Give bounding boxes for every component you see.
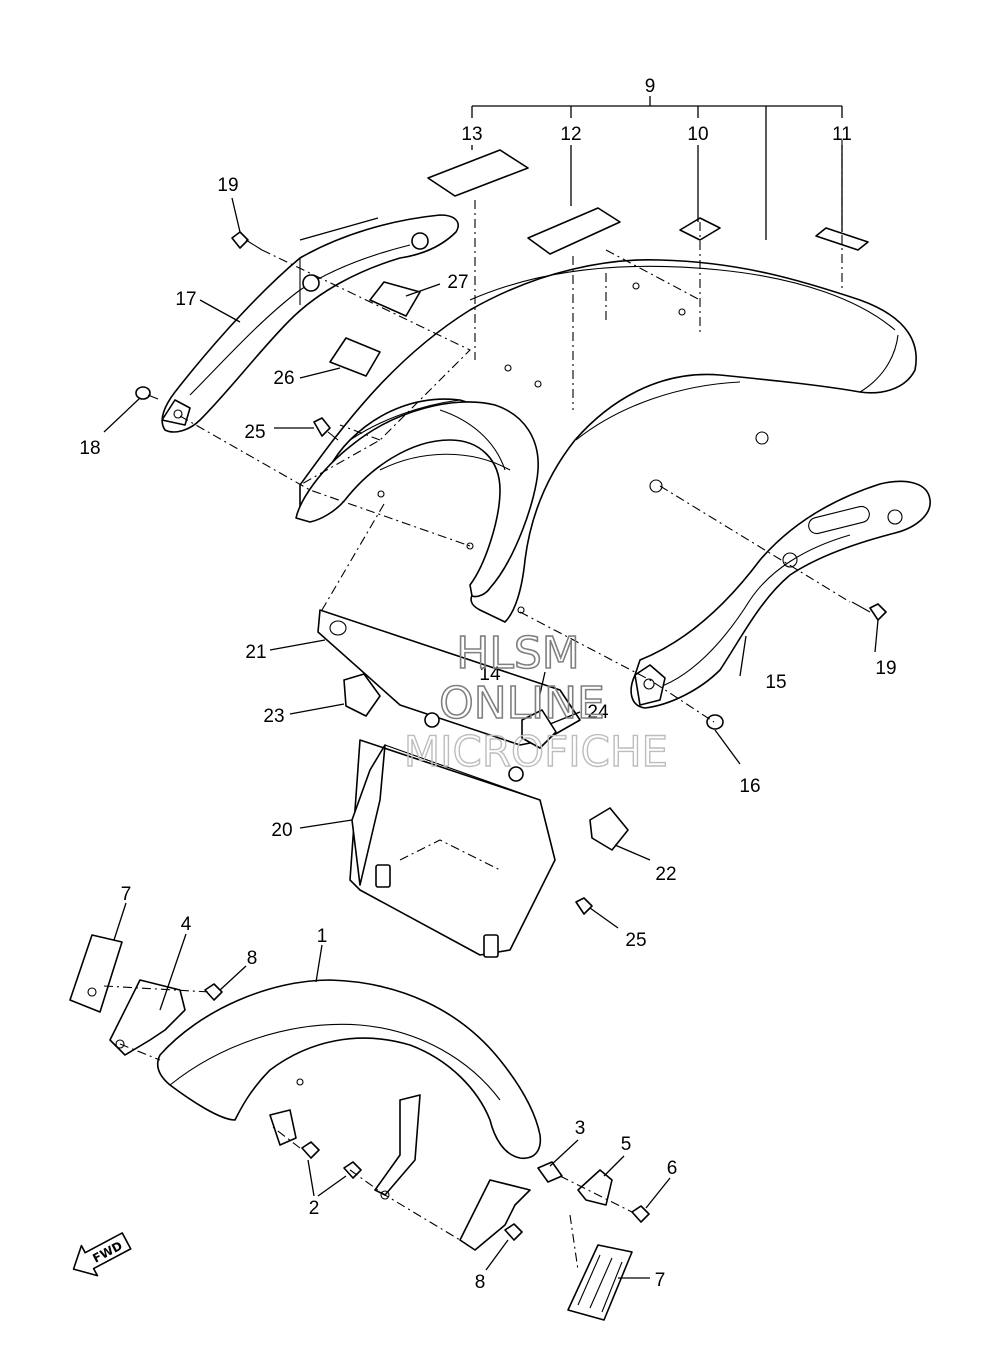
callout-8-bottom: 8 xyxy=(475,1272,486,1293)
left-grab-bar xyxy=(161,214,459,433)
reflector-7-left xyxy=(69,934,123,1013)
callout-13: 13 xyxy=(461,124,482,145)
watermark: HLSM ONLINE MICROFICHE xyxy=(403,627,669,777)
callout-21: 21 xyxy=(245,642,266,663)
callout-11: 11 xyxy=(832,124,852,145)
decal-13 xyxy=(427,149,529,197)
callout-17: 17 xyxy=(175,289,196,310)
callout-9: 9 xyxy=(645,76,656,97)
right-grab-bar xyxy=(630,480,931,709)
callout-6: 6 xyxy=(667,1158,678,1179)
callout-19-left: 19 xyxy=(217,175,238,196)
screw-25-bottom xyxy=(575,897,593,915)
bolts-2 xyxy=(301,1141,362,1179)
assembly-lines xyxy=(103,140,851,1271)
callout-2: 2 xyxy=(309,1198,320,1219)
bolt-6 xyxy=(631,1205,650,1223)
callout-18: 18 xyxy=(79,438,100,459)
rubber-damper-23 xyxy=(343,673,381,717)
reflector-bracket-4 xyxy=(109,979,186,1056)
rivet-18 xyxy=(135,386,159,400)
callout-24: 24 xyxy=(587,702,609,723)
callout-25-bottom: 25 xyxy=(625,930,646,951)
callout-25-top: 25 xyxy=(244,422,265,443)
callout-5: 5 xyxy=(621,1134,632,1155)
callout-23: 23 xyxy=(263,706,284,727)
nut-8-top xyxy=(204,983,223,1001)
reflector-7-right xyxy=(567,1244,633,1321)
watermark-line-1: HLSM xyxy=(456,628,580,679)
decal-set-bracket xyxy=(471,96,843,240)
front-fender xyxy=(156,979,542,1200)
callout-12: 12 xyxy=(560,124,581,145)
callout-27: 27 xyxy=(447,272,468,293)
leader-lines xyxy=(103,145,879,1279)
inner-fender xyxy=(295,401,539,598)
decal-12 xyxy=(527,207,621,255)
callout-26: 26 xyxy=(273,368,294,389)
callout-15: 15 xyxy=(765,672,786,693)
callout-22: 22 xyxy=(655,864,676,885)
front-reflector-stay xyxy=(459,1179,531,1251)
callout-20: 20 xyxy=(271,820,292,841)
nut-8-bottom xyxy=(504,1223,523,1241)
pad-26 xyxy=(329,337,381,377)
bolt-19-right xyxy=(851,601,887,621)
reflector-bracket-3 xyxy=(537,1161,563,1183)
pad-27 xyxy=(369,281,421,317)
fwd-arrow-icon: FWD xyxy=(72,1232,132,1277)
license-plate-bracket xyxy=(317,609,581,958)
callout-19-right: 19 xyxy=(875,658,896,679)
rubber-damper-24 xyxy=(521,709,557,749)
callout-3: 3 xyxy=(575,1118,586,1139)
reflector-bracket-5 xyxy=(577,1169,613,1206)
callout-4: 4 xyxy=(181,914,192,935)
callout-7-right: 7 xyxy=(655,1270,666,1291)
callout-10: 10 xyxy=(687,124,708,145)
bolt-19-left xyxy=(231,231,263,251)
watermark-line-3: MICROFICHE xyxy=(404,727,668,776)
callout-8-top: 8 xyxy=(247,948,258,969)
rubber-damper-22 xyxy=(589,807,629,851)
callout-7-left: 7 xyxy=(121,884,132,905)
rivet-16 xyxy=(706,714,724,730)
callout-1: 1 xyxy=(317,926,328,947)
callout-14: 14 xyxy=(479,664,501,685)
callout-labels: 9 13 12 10 11 19 27 17 26 25 18 21 14 15… xyxy=(79,76,896,1293)
screw-25-top xyxy=(313,417,339,441)
watermark-line-2: ONLINE xyxy=(439,678,605,729)
callout-16: 16 xyxy=(739,776,760,797)
